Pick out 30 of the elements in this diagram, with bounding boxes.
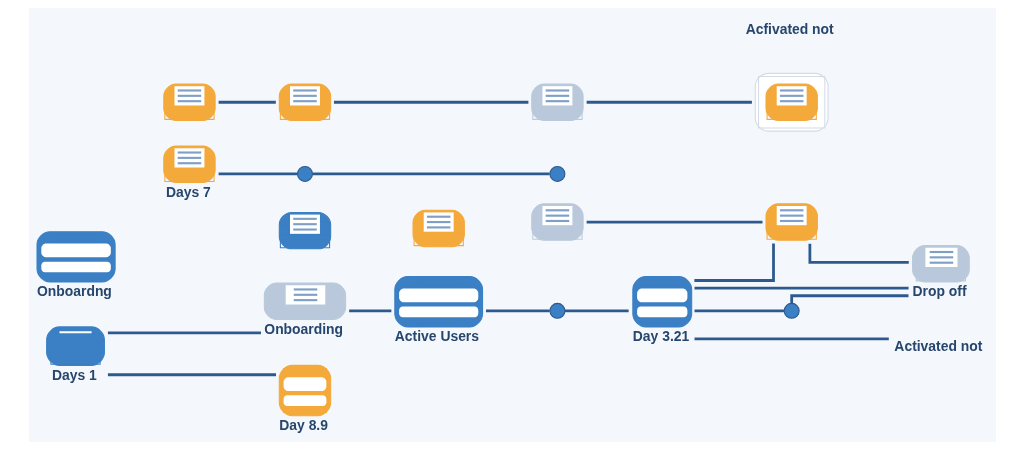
connector [485, 309, 550, 313]
node-circle [296, 165, 313, 182]
connector [694, 286, 909, 290]
connector [333, 100, 528, 104]
node-label: Days 7 [165, 183, 211, 200]
node-label: Day 3.21 [632, 328, 689, 345]
node-label: Onboarding [263, 320, 343, 337]
connector [586, 220, 762, 224]
node-label: Drop off [912, 283, 967, 300]
connector [694, 309, 784, 313]
connector [218, 100, 276, 104]
label: Acfivated not [745, 21, 834, 38]
connector [107, 373, 276, 377]
node-label: Day 8.9 [278, 417, 328, 434]
connector [312, 172, 550, 176]
connector [694, 337, 889, 341]
connector [218, 172, 297, 176]
node-label: Onboardng [36, 283, 112, 300]
node-text: Activated not [893, 337, 982, 354]
connector [586, 100, 752, 104]
connector [693, 243, 775, 282]
node-label: Active Users [394, 328, 479, 345]
connector [107, 331, 261, 335]
node-circle [548, 165, 565, 182]
connector [564, 309, 629, 313]
node-circle [548, 302, 565, 319]
connector [789, 294, 908, 304]
node-label: Days 1 [51, 366, 97, 383]
node-circle [783, 302, 800, 319]
connector [348, 309, 391, 313]
